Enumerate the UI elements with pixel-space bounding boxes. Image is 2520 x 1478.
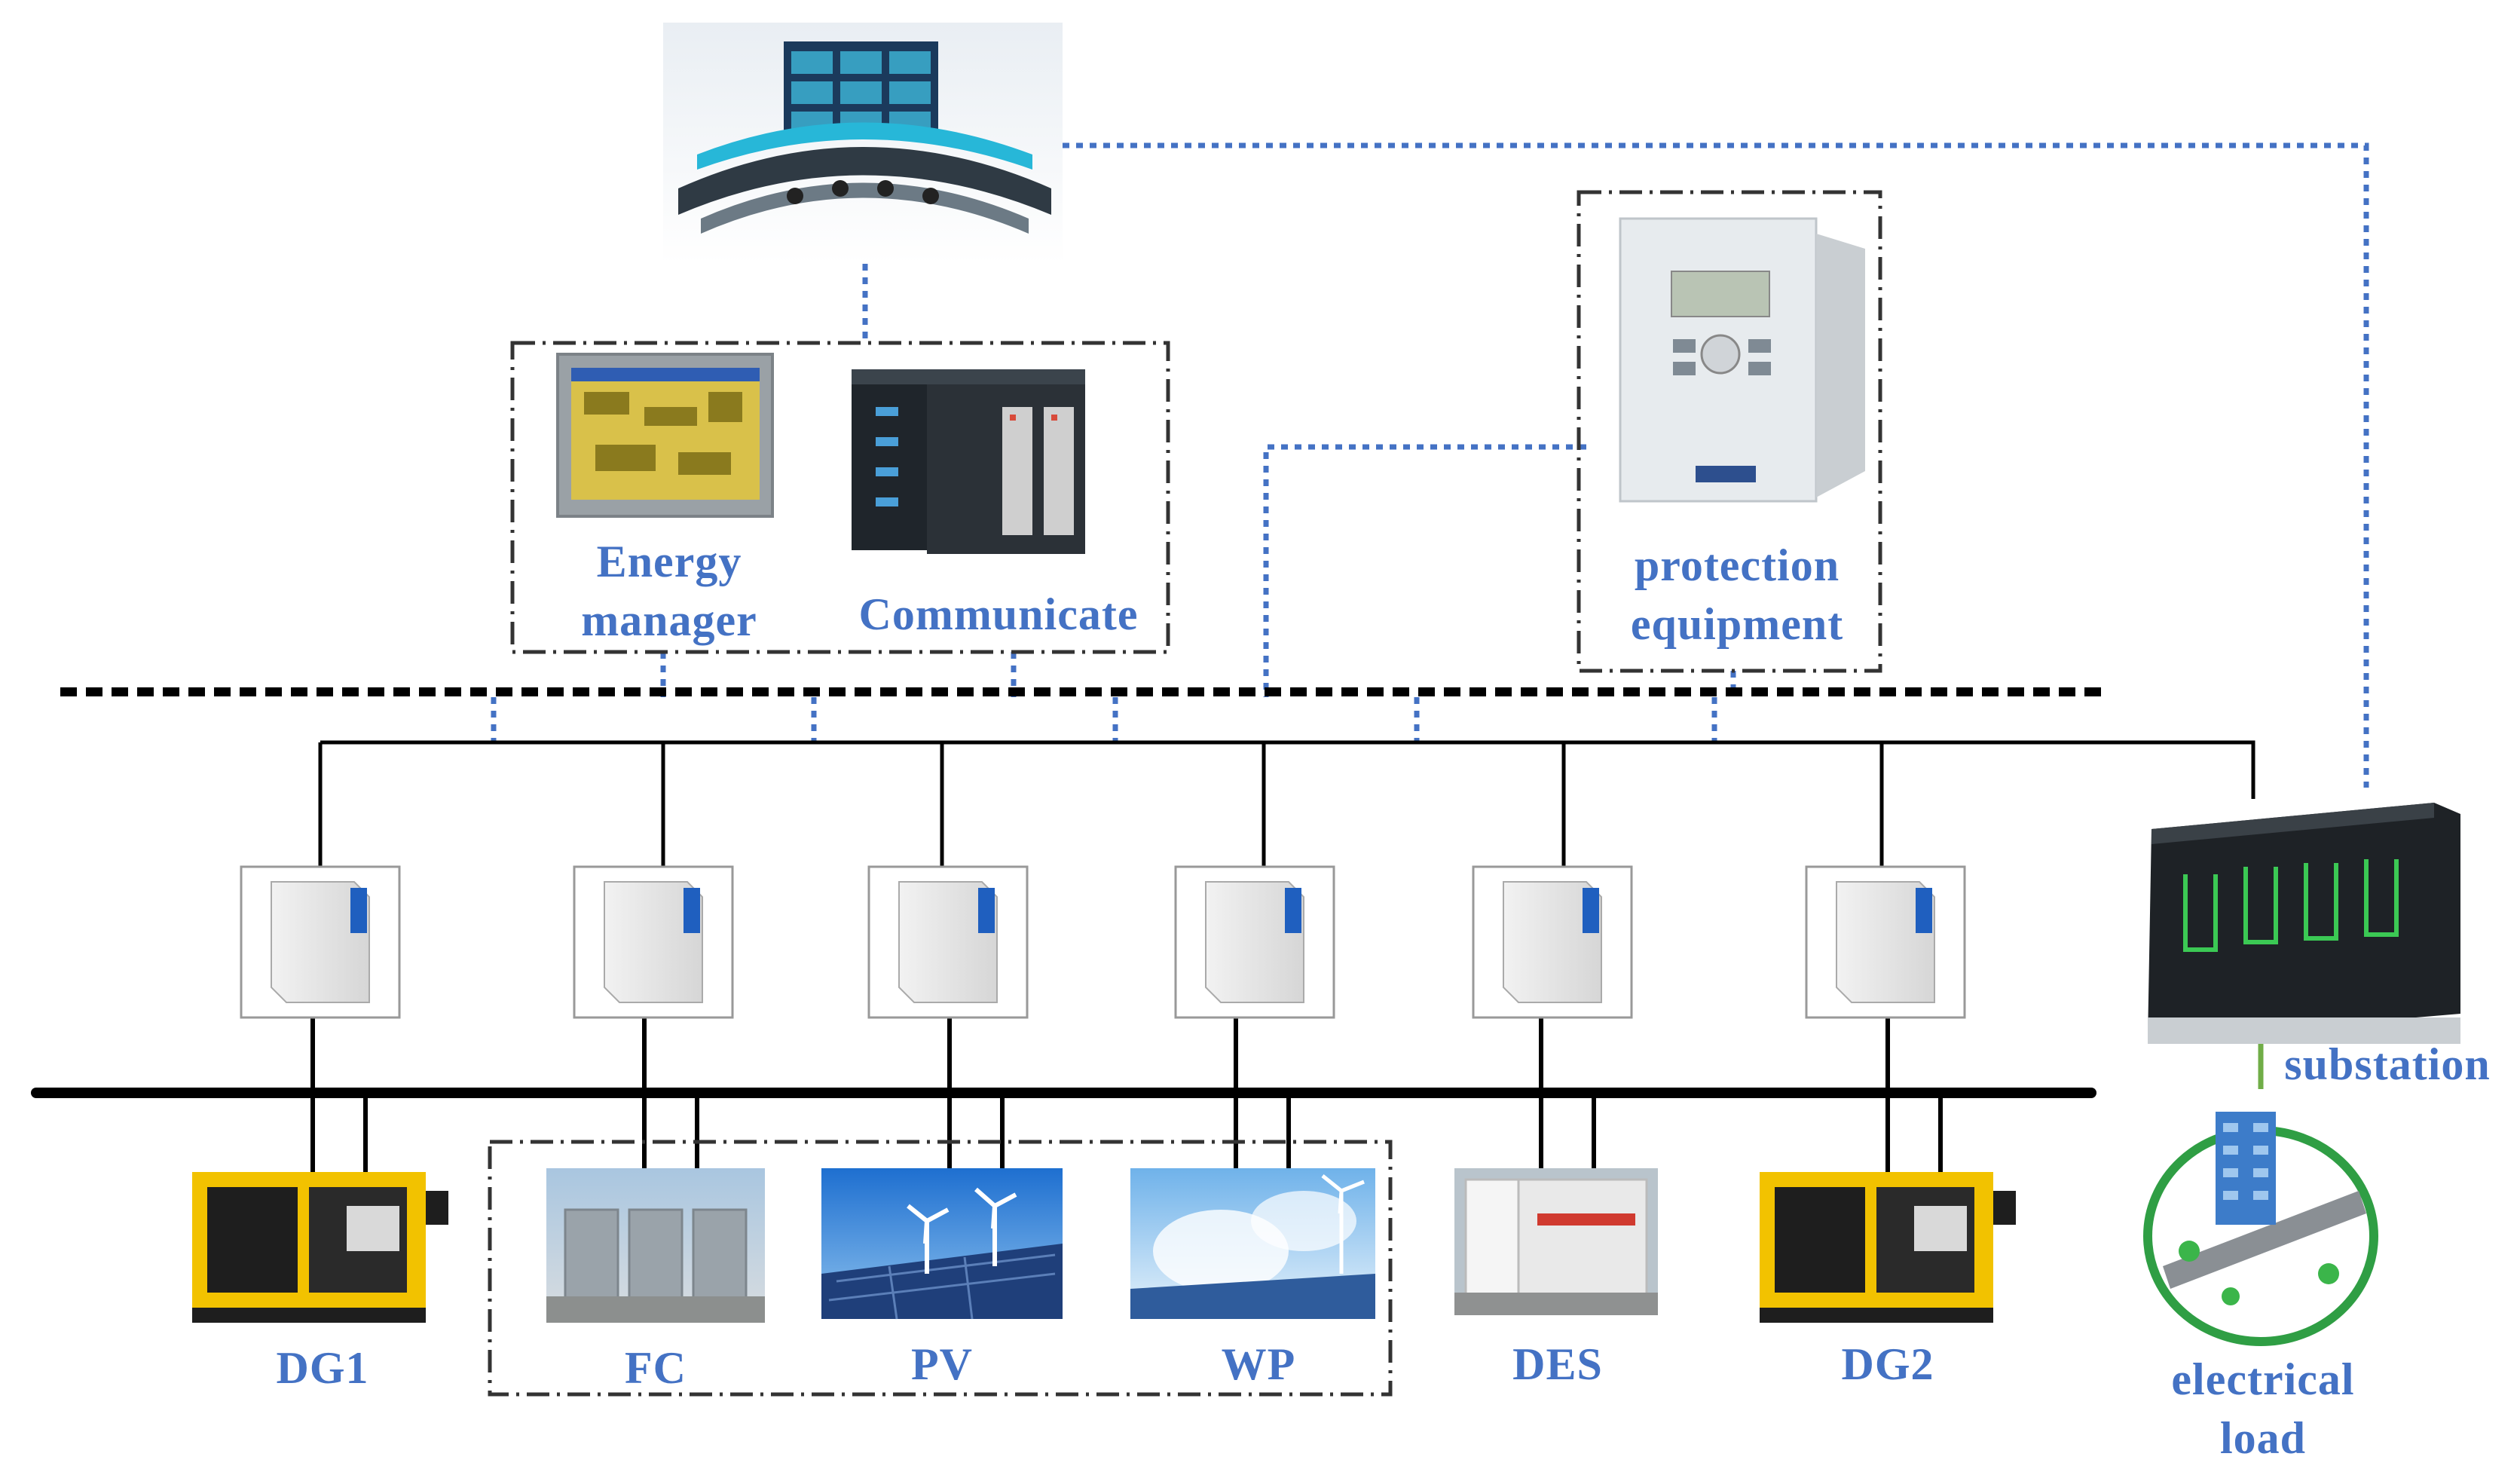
- communicate-label: Communicate: [859, 589, 1139, 639]
- inverter-2: [573, 865, 734, 1019]
- unit-wp-label: WP: [1222, 1339, 1296, 1389]
- link-control-to-substation: [1063, 142, 2369, 788]
- renewables-group-box: [488, 1140, 1393, 1397]
- protection-label-line1: protection: [1635, 540, 1840, 590]
- unit-des-image: [1454, 1168, 1658, 1315]
- protection-label-line2: equipment: [1631, 599, 1843, 649]
- energy-manager-label-line1: Energy: [597, 537, 742, 586]
- unit-pv-label: PV: [911, 1339, 973, 1389]
- substation-label: substation: [2284, 1039, 2490, 1089]
- inverter-1: [240, 865, 401, 1019]
- unit-fc-label: FC: [625, 1343, 687, 1393]
- unit-pv-image: [821, 1168, 1063, 1320]
- protection-group-box: [1577, 190, 1882, 673]
- unit-dg2-label: DG2: [1842, 1339, 1934, 1389]
- unit-fc-image: [546, 1168, 765, 1323]
- inverter-3: [867, 865, 1029, 1019]
- communicate-image: [852, 369, 1085, 554]
- link-protection-to-bus: [1263, 444, 1586, 697]
- substation-image: [2148, 803, 2460, 1044]
- unit-dg1-label: DG1: [277, 1343, 369, 1393]
- unit-dg1-image: [192, 1172, 448, 1323]
- inverter-4: [1174, 865, 1335, 1019]
- energy-manager-label: Energy manager: [581, 537, 757, 645]
- electrical-load-label-line2: load: [2220, 1413, 2306, 1463]
- control-bus: [318, 740, 2255, 867]
- unit-des-label: DES: [1512, 1339, 1603, 1389]
- inverter-6: [1805, 865, 1966, 1019]
- energy-manager-group-box: [510, 341, 1170, 654]
- communication-links: [491, 142, 2369, 788]
- protection-image: [1619, 217, 1865, 503]
- inverters: [240, 865, 1966, 1019]
- electrical-load-label-line1: electrical: [2171, 1354, 2354, 1404]
- energy-manager-image: [556, 353, 774, 518]
- unit-dg2-image: [1760, 1172, 2016, 1323]
- power-feeders: [310, 1017, 1943, 1172]
- electrical-load-image: [2143, 1112, 2378, 1346]
- control-center-image: [663, 23, 1063, 264]
- protection-label: protection equipment: [1631, 540, 1843, 649]
- inverter-5: [1472, 865, 1633, 1019]
- unit-wp-image: [1130, 1168, 1375, 1319]
- electrical-load-label: electrical load: [2171, 1354, 2354, 1463]
- energy-manager-label-line2: manager: [581, 595, 757, 645]
